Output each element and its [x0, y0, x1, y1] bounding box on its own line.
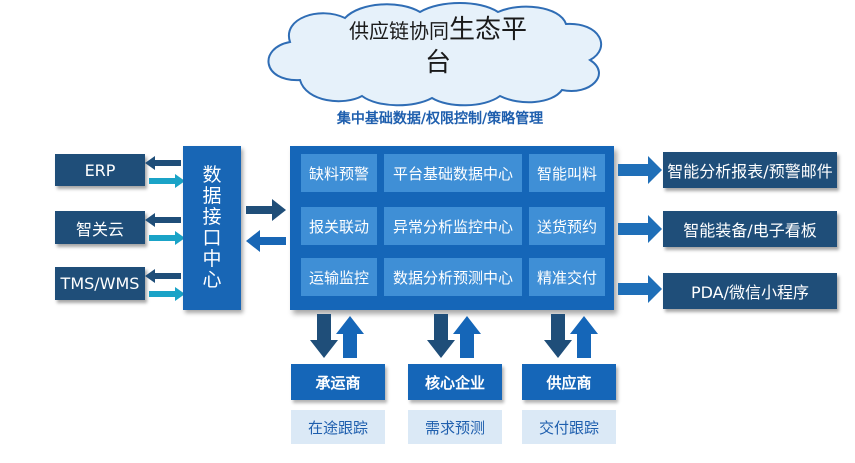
- arrow-to-tms-wms: [145, 269, 181, 283]
- arrow-to-data-center: [246, 230, 286, 252]
- arrow-down-core: [427, 314, 455, 358]
- module-material-shortage-alert: 缺料预警: [301, 154, 377, 192]
- center-exchange-arrows: [246, 199, 286, 252]
- arrow-down-supplier: [544, 314, 572, 358]
- arrow-from-tms-wms: [149, 287, 185, 301]
- right-output-arrows: [618, 156, 662, 303]
- module-transport-monitoring: 运输监控: [301, 258, 377, 296]
- data-center-char: 中: [202, 247, 222, 270]
- module-customs-linkage: 报关联动: [301, 207, 377, 245]
- carrier-function: 在途跟踪: [291, 410, 385, 444]
- system-tms-wms: TMS/WMS: [55, 267, 145, 300]
- data-center-char: 数: [202, 164, 222, 187]
- module-delivery-appointment: 送货预约: [529, 207, 605, 245]
- arrow-down-carrier: [310, 314, 338, 358]
- arrow-to-smart-equipment: [618, 215, 662, 243]
- arrow-to-platform: [246, 199, 286, 221]
- module-data-forecast-center: 数据分析预测中心: [384, 258, 522, 296]
- platform-subtitle: 集中基础数据/权限控制/策略管理: [336, 111, 544, 127]
- arrow-to-zhiguanyun: [145, 213, 181, 227]
- vertical-exchange-arrows: [310, 314, 598, 358]
- arrow-to-erp: [145, 156, 181, 170]
- arrow-to-pda: [618, 275, 662, 303]
- arrow-up-core: [453, 316, 481, 358]
- data-center-char: 口: [202, 227, 222, 249]
- output-analysis-reports: 智能分析报表/预警邮件: [663, 152, 837, 188]
- data-interface-center: 数 据 接 口 中 心: [183, 146, 241, 310]
- platform-title: 供应链协同生态平 台: [318, 14, 558, 79]
- data-center-char: 据: [202, 185, 222, 208]
- data-center-char: 心: [202, 268, 222, 291]
- system-zhiguanyun: 智关云: [55, 211, 145, 244]
- supplier-function: 交付跟踪: [522, 410, 616, 444]
- party-carrier: 承运商: [291, 364, 385, 400]
- system-erp: ERP: [55, 154, 145, 186]
- data-center-char: 接: [202, 206, 222, 229]
- module-smart-material-call: 智能叫料: [529, 154, 605, 192]
- module-base-data-center: 平台基础数据中心: [384, 154, 522, 192]
- platform-title-part3: 台: [424, 47, 451, 78]
- module-exception-monitoring-center: 异常分析监控中心: [384, 207, 522, 245]
- module-precise-delivery: 精准交付: [529, 258, 605, 296]
- left-exchange-arrows: [145, 156, 185, 301]
- party-supplier: 供应商: [522, 364, 616, 400]
- party-core-enterprise: 核心企业: [408, 364, 502, 400]
- platform-title-part1: 供应链协同: [348, 19, 449, 43]
- arrow-up-supplier: [570, 316, 598, 358]
- arrow-from-erp: [149, 174, 185, 188]
- platform-title-part2: 生态平: [448, 15, 527, 45]
- output-pda-mini-program: PDA/微信小程序: [663, 273, 837, 309]
- arrow-up-carrier: [336, 316, 364, 358]
- core-enterprise-function: 需求预测: [408, 410, 502, 444]
- arrow-to-reports: [618, 156, 662, 184]
- arrow-from-zhiguanyun: [149, 231, 185, 245]
- output-smart-equipment: 智能装备/电子看板: [663, 211, 837, 247]
